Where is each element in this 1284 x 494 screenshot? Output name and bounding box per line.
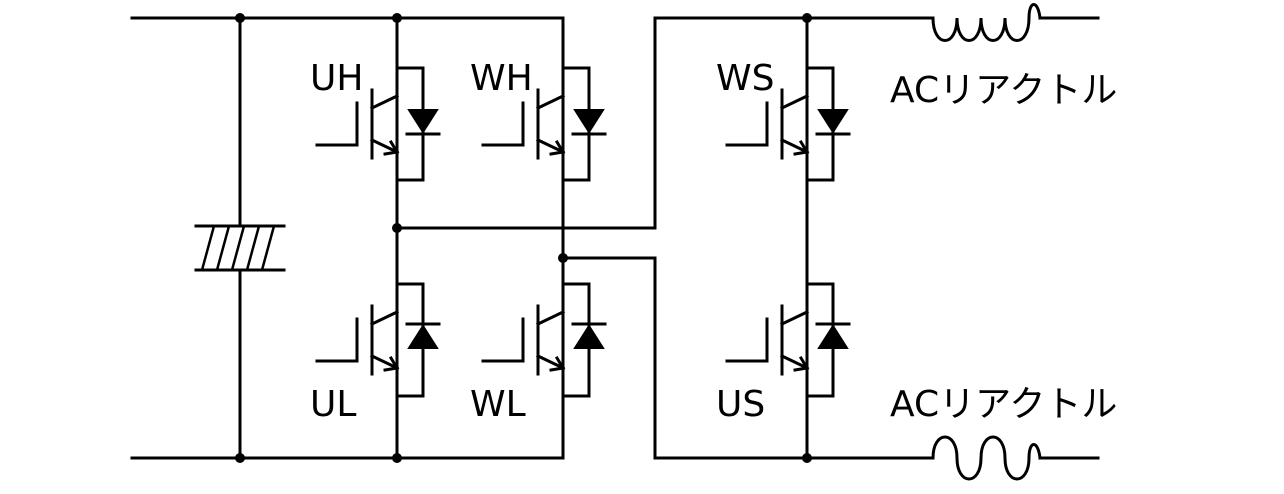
igbt-us <box>725 282 851 398</box>
igbt-ws <box>725 66 851 182</box>
dc-link-capacitor <box>194 16 286 460</box>
igbt-uh <box>315 66 441 182</box>
phase-interconnects <box>392 13 812 463</box>
junction-dot <box>392 223 402 233</box>
label-wl: WL <box>470 384 526 425</box>
igbt-wh <box>481 66 607 182</box>
ac-reactor-top <box>805 3 1100 42</box>
label-uh: UH <box>310 58 363 99</box>
label-us: US <box>716 384 765 425</box>
label-ws: WS <box>716 58 774 99</box>
igbt-wl <box>481 282 607 398</box>
u-phase-link <box>395 16 809 230</box>
label-reactor-top: ACリアクトル <box>890 70 1117 111</box>
ac-reactor-bottom <box>805 435 1100 481</box>
w-phase-link <box>561 256 809 460</box>
label-ul: UL <box>310 384 356 425</box>
junction-dot <box>558 253 568 263</box>
label-wh: WH <box>470 58 533 99</box>
label-reactor-bottom: ACリアクトル <box>890 384 1117 425</box>
igbt-ul <box>315 282 441 398</box>
